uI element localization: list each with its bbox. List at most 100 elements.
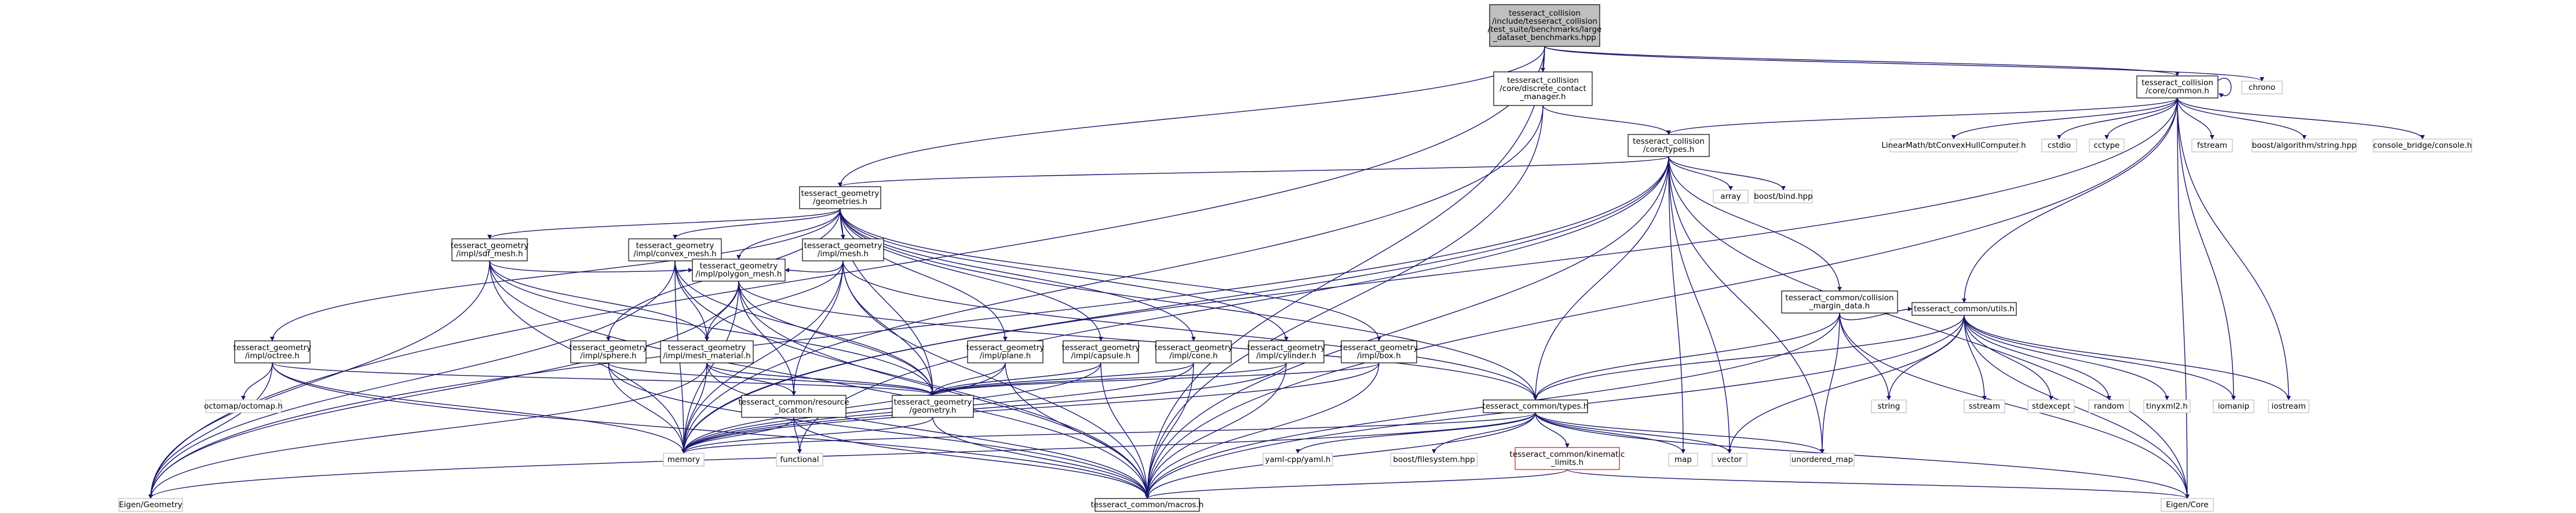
- node-box[interactable]: tesseract_geometry/impl/box.h: [1340, 340, 1418, 363]
- node-unorderedmap: unordered_map: [1790, 453, 1855, 467]
- edge-octree-to-octomap: [241, 362, 273, 401]
- edge-commontypes-to-boostfs: [1432, 412, 1536, 454]
- edge-plane-to-macros: [1005, 362, 1150, 499]
- node-meshmaterial[interactable]: tesseract_geometry/impl/mesh_material.h: [660, 340, 754, 363]
- node-geometries[interactable]: tesseract_geometry/geometries.h: [799, 186, 881, 209]
- edge-ctypes-to-functional: [797, 156, 1669, 454]
- node-chrono-label-line-0: chrono: [2249, 83, 2275, 92]
- node-discrete-box: [1493, 71, 1593, 106]
- edge-ctypes-to-boostbind: [1668, 156, 1786, 191]
- node-map: map: [1668, 453, 1698, 467]
- node-sdfmesh-box: [451, 238, 528, 261]
- node-random: random: [2088, 399, 2130, 413]
- node-plane[interactable]: tesseract_geometry/impl/plane.h: [966, 340, 1045, 363]
- node-utils[interactable]: tesseract_common/utils.h: [1911, 302, 2017, 316]
- edge-marginheader-to-string: [1839, 312, 1891, 401]
- edge-sphere-to-geometry: [608, 362, 935, 396]
- edge-utils-to-iostream: [1964, 315, 2291, 401]
- node-root-box: [1489, 4, 1600, 47]
- edge-geometries-to-sdfmesh: [487, 208, 841, 239]
- node-resource[interactable]: tesseract_common/resource_locator.h: [739, 395, 849, 418]
- edge-utils-to-eigencore: [1964, 315, 2190, 499]
- node-commontypes[interactable]: tesseract_common/types.h: [1483, 399, 1589, 413]
- node-yaml: yaml-cpp/yaml.h: [1263, 453, 1333, 467]
- node-root-label-line-1: /include/tesseract_collision: [1492, 17, 1597, 26]
- edge-ctypes-to-commontypes: [1533, 156, 1669, 401]
- node-convexmesh[interactable]: tesseract_geometry/impl/convex_mesh.h: [628, 238, 722, 261]
- edge-kinematic-to-eigencore: [1567, 469, 2190, 499]
- node-sphere-box: [570, 340, 647, 363]
- node-macros[interactable]: tesseract_common/macros.h: [1091, 498, 1204, 512]
- header-nodes: tesseract_collision/include/tesseract_co…: [118, 4, 2472, 512]
- node-discrete[interactable]: tesseract_collision/core/discrete_contac…: [1493, 71, 1593, 106]
- node-capsule[interactable]: tesseract_geometry/impl/capsule.h: [1062, 340, 1140, 363]
- node-cone[interactable]: tesseract_geometry/impl/cone.h: [1155, 340, 1233, 363]
- node-marginheader[interactable]: tesseract_common/collision_margin_data.h: [1781, 290, 1898, 314]
- node-meshmaterial-label-line-0: tesseract_geometry: [668, 343, 746, 352]
- edge-mesh-to-meshmaterial: [705, 260, 844, 341]
- node-stdexcept-box: [2027, 399, 2075, 413]
- node-cone-label-line-1: /impl/cone.h: [1169, 351, 1218, 361]
- node-cstdio-label-line-0: cstdio: [2048, 141, 2071, 150]
- node-memory: memory: [663, 453, 705, 467]
- node-kinematic-box: [1515, 447, 1620, 470]
- node-iomanip: iomanip: [2213, 399, 2254, 413]
- edge-ctypes-to-map: [1668, 156, 1685, 454]
- node-sdfmesh[interactable]: tesseract_geometry/impl/sdf_mesh.h: [451, 238, 529, 261]
- node-common-label-line-1: /core/common.h: [2146, 86, 2209, 96]
- node-functional-label-line-0: functional: [780, 455, 819, 464]
- node-bthull-label-line-0: LinearMath/btConvexHullComputer.h: [1881, 141, 2026, 150]
- node-common[interactable]: tesseract_collision/core/common.h: [2136, 75, 2219, 99]
- node-array-label-line-0: array: [1720, 192, 1741, 201]
- edge-box-to-memory: [681, 362, 1380, 454]
- node-boostbind-label-line-0: boost/bind.hpp: [1754, 192, 1812, 201]
- edge-sphere-to-macros: [608, 362, 1150, 499]
- edge-polygonmesh-to-memory: [681, 281, 739, 454]
- node-cctype-label-line-0: cctype: [2093, 141, 2119, 150]
- node-polygonmesh[interactable]: tesseract_geometry/impl/polygon_mesh.h: [692, 259, 786, 282]
- edge-marginheader-to-utils: [1839, 307, 1913, 321]
- node-ctypes[interactable]: tesseract_collision/core/types.h: [1628, 134, 1710, 157]
- node-root-label-line-0: tesseract_collision: [1509, 9, 1581, 18]
- edge-utils-to-string: [1887, 315, 1965, 401]
- node-geometry-box: [892, 395, 974, 418]
- edge-utils-to-stdexcept: [1964, 315, 2053, 401]
- edge-common-to-macros: [1145, 97, 2178, 499]
- node-random-box: [2088, 399, 2130, 413]
- node-bthull-box: [1889, 139, 2018, 152]
- node-string: string: [1871, 399, 1907, 413]
- edge-capsule-to-macros: [1100, 362, 1150, 499]
- node-mesh[interactable]: tesseract_geometry/impl/mesh.h: [802, 238, 884, 261]
- node-geometry-label-line-0: tesseract_geometry: [894, 398, 972, 407]
- node-geometry[interactable]: tesseract_geometry/geometry.h: [892, 395, 974, 418]
- node-iostream-label-line-0: iostream: [2271, 402, 2305, 411]
- node-vector: vector: [1712, 453, 1747, 467]
- node-octree[interactable]: tesseract_geometry/impl/octree.h: [233, 340, 312, 363]
- node-map-box: [1668, 453, 1698, 467]
- node-octomap-label-line-0: octomap/octomap.h: [204, 402, 283, 411]
- node-sphere[interactable]: tesseract_geometry/impl/sphere.h: [570, 340, 648, 363]
- edge-convexmesh-to-geometry: [674, 260, 935, 396]
- node-kinematic[interactable]: tesseract_common/kinematic_limits.h: [1510, 447, 1625, 470]
- edge-meshmaterial-to-macros: [706, 362, 1150, 499]
- edge-ctypes-to-marginheader: [1668, 156, 1842, 292]
- edge-common-to-iomanip: [2177, 97, 2236, 401]
- node-cctype: cctype: [2089, 139, 2125, 152]
- edge-marginheader-to-commontypes: [1533, 312, 1840, 401]
- node-kinematic-label-line-0: tesseract_common/kinematic: [1510, 450, 1625, 459]
- node-capsule-label-line-1: /impl/capsule.h: [1071, 351, 1130, 361]
- edge-ctypes-to-unorderedmap: [1668, 156, 1825, 454]
- node-utils-label-line-0: tesseract_common/utils.h: [1914, 304, 2015, 314]
- node-box-label-line-1: /impl/box.h: [1357, 351, 1401, 361]
- node-iostream-box: [2268, 399, 2309, 413]
- node-stdexcept-label-line-0: stdexcept: [2032, 402, 2070, 411]
- node-fstream: fstream: [2191, 139, 2233, 152]
- node-geometries-label-line-0: tesseract_geometry: [801, 189, 880, 198]
- node-root[interactable]: tesseract_collision/include/tesseract_co…: [1488, 4, 1602, 47]
- edge-meshmaterial-to-geometry: [706, 362, 935, 396]
- node-marginheader-box: [1781, 290, 1898, 314]
- node-cylinder[interactable]: tesseract_geometry/impl/cylinder.h: [1247, 340, 1326, 363]
- node-boostalgo: boost/algorithm/string.hpp: [2252, 139, 2357, 152]
- edge-commontypes-to-map: [1535, 412, 1685, 454]
